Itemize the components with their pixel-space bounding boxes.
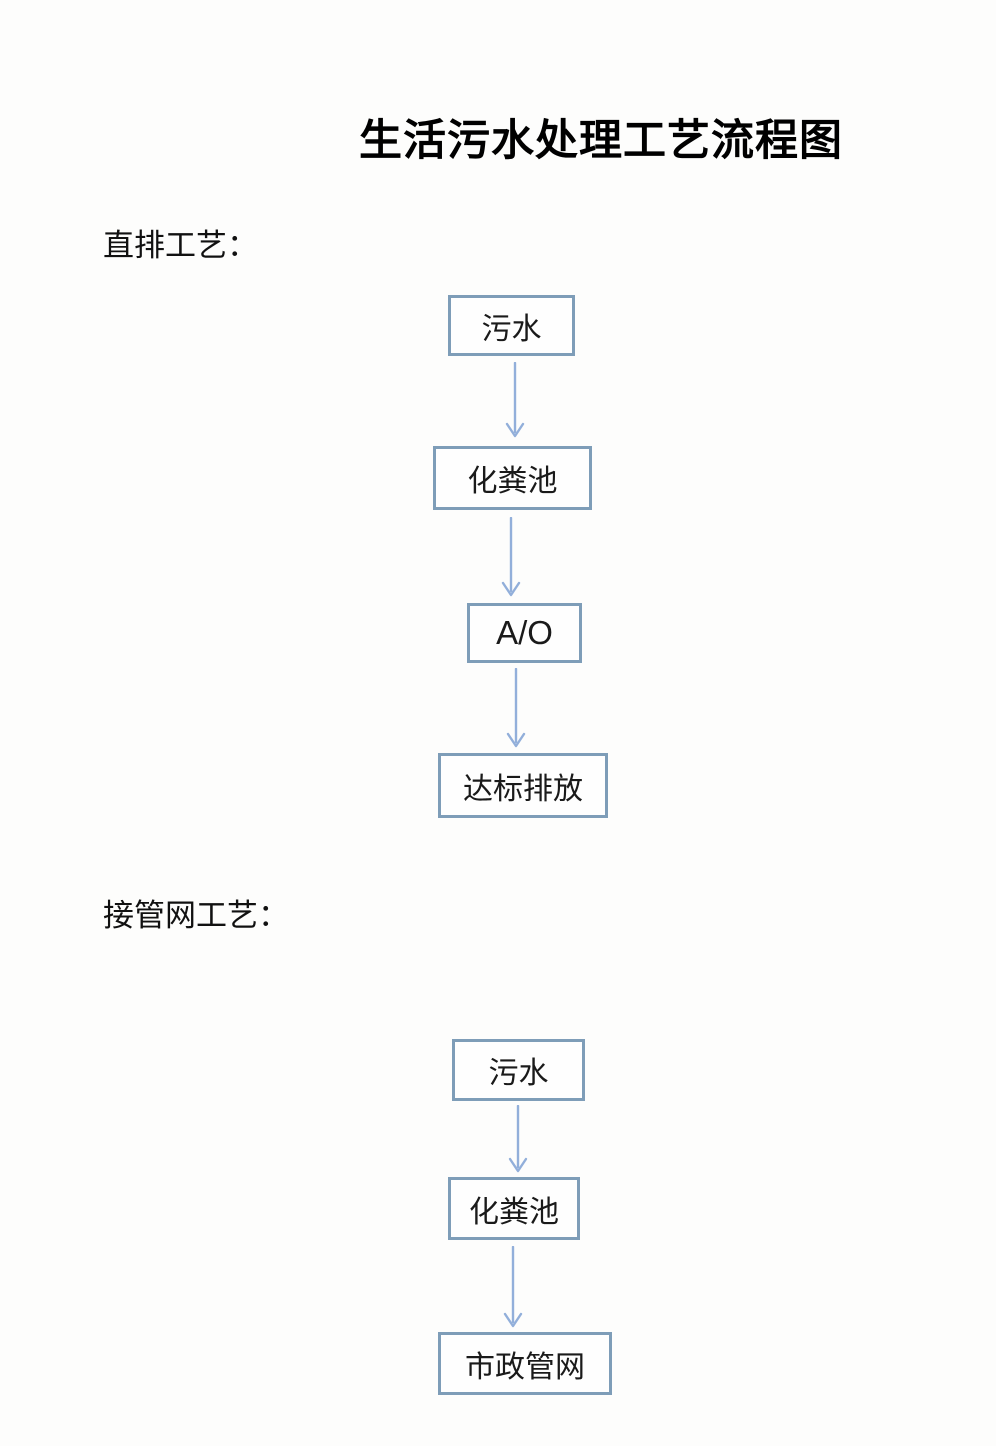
page-title: 生活污水处理工艺流程图 — [359, 117, 843, 165]
down-arrow-icon — [508, 1105, 528, 1173]
flow2-node-municipal-network: 市政管网 — [438, 1332, 612, 1395]
section-label-direct-discharge: 直排工艺： — [103, 228, 258, 263]
down-arrow-icon — [506, 668, 526, 748]
flow1-node-discharge: 达标排放 — [438, 753, 608, 818]
flow1-node-septic-tank: 化粪池 — [433, 446, 592, 510]
down-arrow-icon — [501, 517, 521, 597]
flow1-node-ao: A/O — [467, 603, 582, 663]
flow1-node-sewage: 污水 — [448, 295, 575, 356]
down-arrow-icon — [505, 362, 525, 438]
section-label-pipe-network: 接管网工艺： — [103, 898, 289, 933]
flow2-node-septic-tank: 化粪池 — [448, 1177, 580, 1240]
flow2-node-sewage: 污水 — [452, 1039, 585, 1101]
down-arrow-icon — [503, 1246, 523, 1328]
